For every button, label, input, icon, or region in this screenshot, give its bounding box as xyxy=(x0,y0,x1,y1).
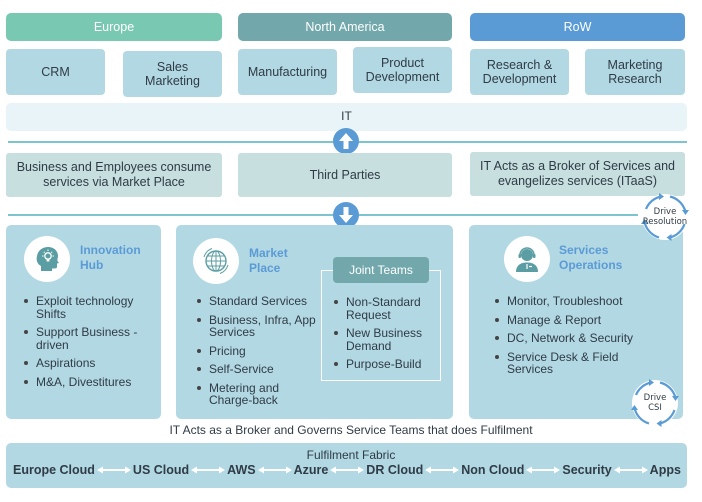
fabric-item: Apps xyxy=(649,463,681,477)
dept-label: Product Development xyxy=(365,56,440,84)
list-item: Self-Service xyxy=(195,363,320,376)
fabric-item: Security xyxy=(562,463,612,477)
dept-label: Marketing Research xyxy=(607,58,663,86)
double-arrow-icon xyxy=(425,466,460,474)
panel-title: Innovation Hub xyxy=(80,243,141,273)
fabric-items: Europe Cloud US Cloud AWS Azure DR Cloud… xyxy=(13,462,681,478)
joint-teams-label: Joint Teams xyxy=(349,263,413,277)
cycle-label-line: CSI xyxy=(648,403,662,413)
consumer-business-employees: Business and Employees consume services … xyxy=(6,153,222,197)
fabric-item: AWS xyxy=(227,463,256,477)
dept-label: Sales Marketing xyxy=(145,60,200,88)
fabric-item: DR Cloud xyxy=(366,463,424,477)
list-item: Monitor, Troubleshoot xyxy=(493,295,653,308)
panel-title-line: Place xyxy=(249,261,281,275)
dept-marketing-research: Marketing Research xyxy=(585,49,685,95)
dept-manufacturing: Manufacturing xyxy=(238,49,337,95)
region-north-america: North America xyxy=(238,13,452,41)
list-item: Business, Infra, App Services xyxy=(195,313,320,339)
list-item: New Business Demand xyxy=(332,327,440,352)
list-item: Service Desk & Field Services xyxy=(493,350,653,376)
list-item: Pricing xyxy=(195,344,320,358)
panel-title: Market Place xyxy=(249,246,288,276)
joint-teams-list: Non-Standard Request New Business Demand… xyxy=(332,296,440,377)
list-item: Support Business - driven xyxy=(22,326,157,351)
double-arrow-icon xyxy=(191,466,226,474)
globe-icon xyxy=(193,238,239,284)
list-item: Purpose-Build xyxy=(332,358,440,371)
divider-line xyxy=(8,214,638,216)
list-item: Non-Standard Request xyxy=(332,296,440,321)
dept-label: Research & Development xyxy=(482,58,557,86)
list-item: Metering and Charge-back xyxy=(195,381,320,407)
list-item: Aspirations xyxy=(22,357,157,370)
list-item: Standard Services xyxy=(195,295,320,308)
panel-title-line: Hub xyxy=(80,258,104,272)
list-item: Manage & Report xyxy=(493,313,653,327)
fabric-item: Azure xyxy=(293,463,329,477)
fabric-title: Fulfilment Fabric xyxy=(306,448,396,462)
dept-research-development: Research & Development xyxy=(470,49,569,95)
region-label: Europe xyxy=(93,20,135,34)
arrow-down-icon xyxy=(333,202,359,228)
fabric-item: Non Cloud xyxy=(461,463,525,477)
dept-label: CRM xyxy=(41,65,70,79)
innovation-hub-list: Exploit technology Shifts Support Busine… xyxy=(22,295,157,394)
fulfilment-fabric xyxy=(6,443,687,488)
services-operations-list: Monitor, Troubleshoot Manage & Report DC… xyxy=(493,295,653,382)
double-arrow-icon xyxy=(96,466,131,474)
region-label: RoW xyxy=(563,20,592,34)
cycle-label-line: Drive xyxy=(643,393,667,403)
consumer-label: Third Parties xyxy=(309,167,381,182)
cycle-label: Drive Resolution xyxy=(640,207,690,227)
list-item: DC, Network & Security xyxy=(493,332,653,345)
panel-title-line: Services xyxy=(559,243,609,257)
broker-caption: IT Acts as a Broker and Governs Service … xyxy=(169,423,533,437)
panel-title-line: Operations xyxy=(559,258,623,272)
it-label: IT xyxy=(341,109,352,123)
fabric-item: Europe Cloud xyxy=(13,463,95,477)
cycle-arrows-icon xyxy=(630,378,680,428)
panel-title-line: Innovation xyxy=(80,243,141,257)
cycle-label: Drive CSI xyxy=(630,393,680,413)
region-row: RoW xyxy=(470,13,685,41)
consumer-it-broker: IT Acts as a Broker of Services and evan… xyxy=(470,152,685,196)
cycle-arrows-icon xyxy=(640,192,690,242)
dept-crm: CRM xyxy=(6,49,105,95)
fabric-item: US Cloud xyxy=(132,463,190,477)
arrow-up-icon xyxy=(333,128,359,154)
double-arrow-icon xyxy=(526,466,561,474)
region-europe: Europe xyxy=(6,13,222,41)
cycle-label-line: Resolution xyxy=(642,217,688,227)
joint-teams-title: Joint Teams xyxy=(333,257,429,283)
list-item: M&A, Divestitures xyxy=(22,375,157,389)
head-lightbulb-icon xyxy=(24,236,70,282)
it-bar: IT xyxy=(6,103,687,131)
headset-agent-icon xyxy=(504,236,550,282)
consumer-label: IT Acts as a Broker of Services and evan… xyxy=(480,159,675,188)
dept-sales-marketing: Sales Marketing xyxy=(123,51,222,97)
cycle-label-line: Drive xyxy=(653,207,677,217)
list-item: Exploit technology Shifts xyxy=(22,295,157,320)
panel-title: Services Operations xyxy=(559,243,622,273)
region-label: North America xyxy=(305,20,385,34)
market-place-list: Standard Services Business, Infra, App S… xyxy=(195,295,320,413)
dept-label: Manufacturing xyxy=(247,65,328,79)
double-arrow-icon xyxy=(613,466,648,474)
panel-title-line: Market xyxy=(249,246,288,260)
double-arrow-icon xyxy=(330,466,365,474)
double-arrow-icon xyxy=(257,466,292,474)
consumer-label: Business and Employees consume services … xyxy=(16,160,212,189)
dept-product-development: Product Development xyxy=(353,47,452,93)
consumer-third-parties: Third Parties xyxy=(238,153,452,197)
